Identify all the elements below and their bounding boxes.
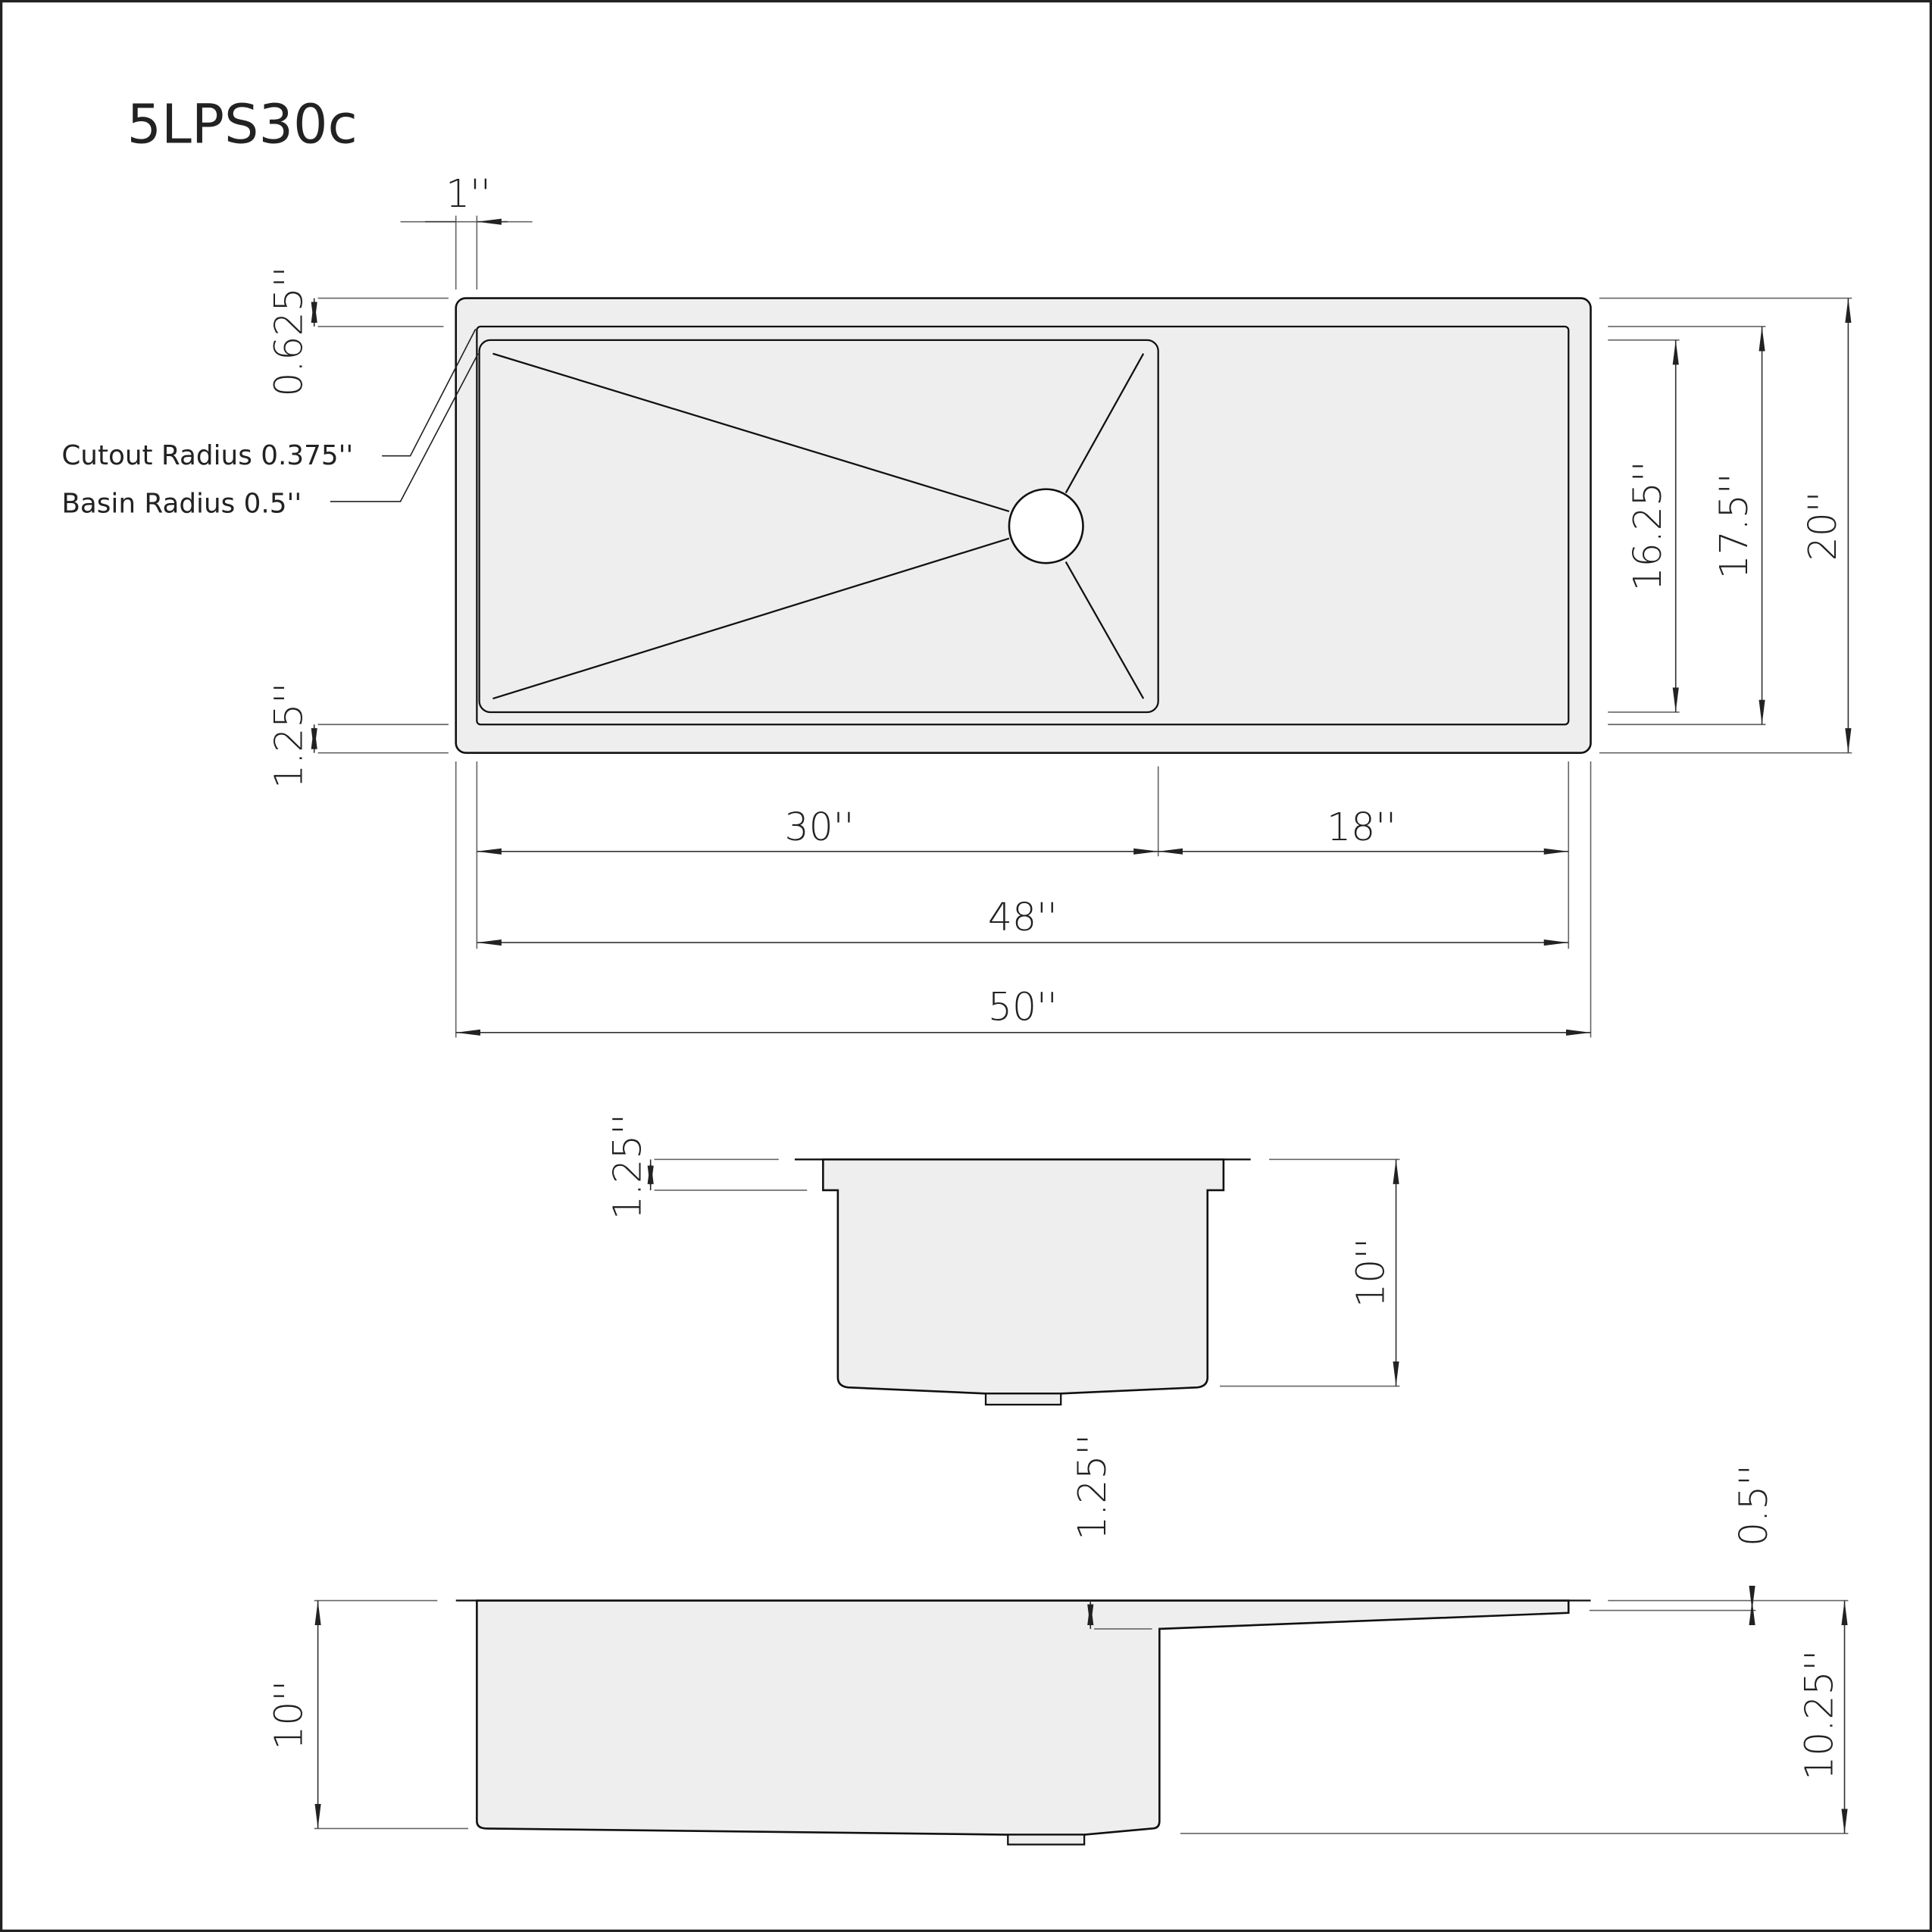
- dim-side-slope: 0.5'': [1731, 1465, 1776, 1546]
- top-view: 1'' 0.625'' 1.25'' Cutout Radius 0.375''…: [61, 171, 1852, 1038]
- dim-basin-depth: 16.25'': [1625, 461, 1670, 591]
- side-basin-profile: [476, 1599, 1570, 1836]
- dim-drainboard-width: 18'': [1327, 805, 1396, 849]
- dim-top-margin: 0.625'': [266, 267, 311, 397]
- callout-basin-radius: Basin Radius 0.5'': [61, 489, 302, 520]
- dim-cutout-width: 48'': [988, 895, 1058, 939]
- front-drain: [984, 1393, 1062, 1406]
- front-basin-profile: [822, 1158, 1225, 1395]
- dim-side-overall-depth: 10.25'': [1796, 1650, 1841, 1780]
- dim-side-step: 1.25'': [1070, 1434, 1114, 1540]
- dim-cutout-depth: 17.5'': [1712, 473, 1756, 579]
- cutout-outline: [476, 325, 1570, 726]
- basin-outline: [478, 339, 1159, 714]
- front-view: 1.25'' 10'': [605, 1114, 1400, 1406]
- dim-front-depth: 10'': [1348, 1238, 1393, 1308]
- callout-cutout-radius: Cutout Radius 0.375'': [61, 440, 353, 471]
- side-view: 1.25'' 0.5'' 10'' 10.25'': [266, 1434, 1849, 1846]
- dim-bottom-margin: 1.25'': [266, 683, 311, 789]
- drawing-title: 5LPS30c: [127, 93, 358, 156]
- dim-front-step: 1.25'': [605, 1114, 650, 1220]
- dim-flange-offset: 1'': [445, 171, 491, 216]
- basin-slope-lines: [492, 352, 1145, 700]
- side-drain: [1007, 1834, 1086, 1846]
- dim-side-basin-depth: 10'': [266, 1680, 311, 1750]
- dim-basin-width: 30'': [785, 805, 855, 849]
- dim-overall-width: 50'': [988, 985, 1058, 1030]
- dim-overall-depth: 20'': [1800, 491, 1845, 561]
- drain-icon: [1008, 488, 1084, 564]
